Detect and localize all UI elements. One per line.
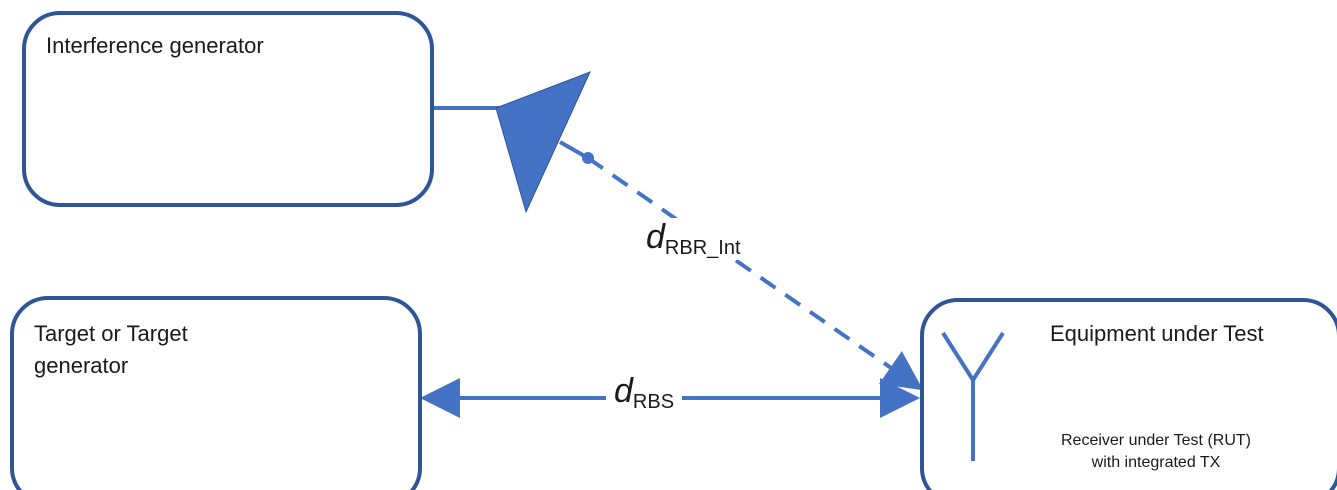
target-box-title: Target or Target generator [34,321,188,378]
eut-box-title: Equipment under Test [1050,321,1264,346]
interference-generator-title: Interference generator [46,33,264,58]
eut-antenna-icon [941,331,1005,461]
rbs-distance-label: dRBS [606,372,683,414]
interference-generator-box [22,11,434,207]
rbs-distance-symbol: d [614,372,633,410]
rbr-int-distance-subscript: RBR_Int [664,237,741,259]
interference-antenna-icon [495,71,591,214]
target-box [10,296,422,490]
rbr-int-distance-label: dRBR_Int [638,218,749,260]
eut-box-subtitle: Receiver under Test (RUT) with integrate… [1061,432,1251,471]
rbs-distance-subscript: RBS [632,391,675,413]
eut-box [920,298,1337,490]
rbr-int-distance-symbol: d [646,218,665,256]
rbr-int-distance-line [586,156,924,391]
